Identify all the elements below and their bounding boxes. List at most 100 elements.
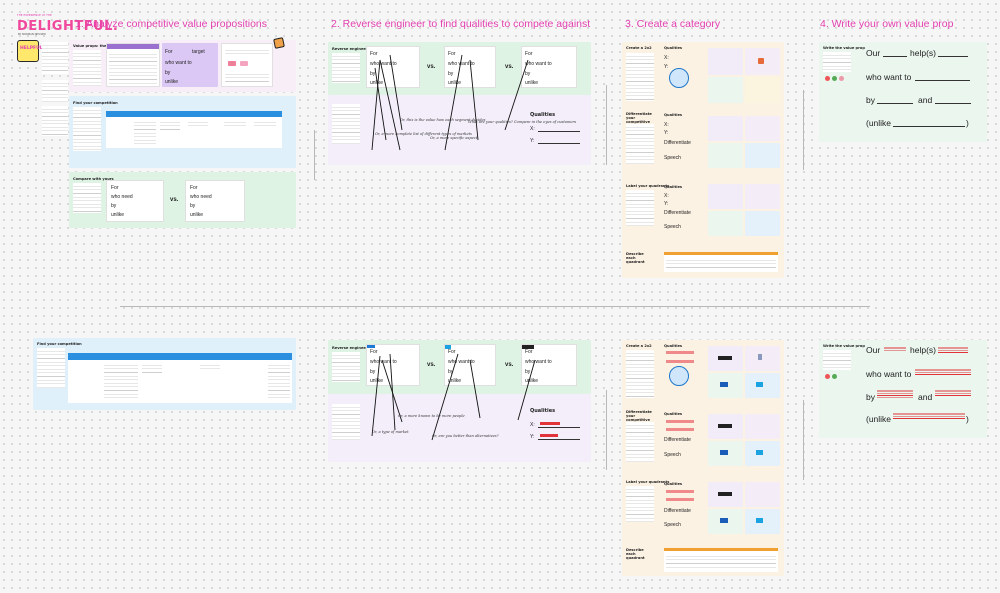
note-3: What are your qualities? Compare in the … [468,120,577,124]
note-2: Or, this is the value how each segment d… [400,118,486,122]
note-7: Or, are you better than alternatives? [432,434,499,438]
vp-quality-field-1[interactable] [877,103,913,104]
step1-title: 1. Analyze competitive value proposition… [75,18,268,30]
reverse-engineer-example-title: Reverse engineer [332,346,368,350]
brand-byline: BY NORMAN NIELSEN [18,33,46,36]
vs-label-2: vs. [505,64,514,70]
template-for: For [165,49,173,55]
reverse-engineer-title: Reverse engineer [332,47,368,51]
brand-kicker: THE EXPERIENCE AT THE [17,14,52,17]
qualities-y: Y: [530,138,535,144]
compare-unlike: unlike [111,212,125,218]
example-a-template: For who want to by unlike [366,344,420,386]
table-header-bar [106,111,282,117]
compare-for: For [111,185,119,191]
qualities-title: Qualities [530,112,556,118]
template-unlike: unlike [165,79,179,85]
competitor-b-template: For who want to by unlike [444,46,496,88]
find-competition-example-title: Find your competition [37,342,82,346]
vp-quality-field-2[interactable] [935,103,971,104]
speech-label: Speech [664,155,681,161]
brand-logo: DELIGHTFUL. [17,19,119,34]
category-step4: Describe each quadrant [626,252,645,264]
category-qualities-1: Qualities [664,46,683,50]
note-4: Or, a more specific aspect [430,136,478,140]
compare-template-left: For who need by unlike [106,180,164,222]
quadrant-chart-example-1 [708,346,780,398]
note-6: Or, a more known to be more people [398,414,465,418]
vp-helps: help(s) [910,48,936,58]
find-competition-title: Find your competition [73,101,118,105]
vp-benefit-field[interactable] [915,80,970,81]
table-header-bar-example [68,353,292,360]
compare-by: by [111,203,117,209]
card-header-bar [107,44,159,49]
compare-template-right: For who need by unlike [185,180,245,222]
sticker-label: HELPFUL! [20,46,45,51]
compare-title: Compare with yours [73,177,114,181]
qualities-y-highlight [540,434,558,437]
vp-product-field[interactable] [883,56,907,57]
vp-close: ) [966,118,969,128]
step2-title: 2. Reverse engineer to find qualities to… [331,18,591,30]
qualities-example-panel [328,394,591,462]
differentiate-label: Differentiate [664,140,691,146]
sync-logo-icon-example [669,366,689,386]
vp-example-quality-2 [935,389,971,397]
competitor-a-template: For who want to by unlike [366,46,420,88]
vp-by: by [866,95,875,105]
intro-text [42,106,68,136]
quadrant-chart-example-2 [708,414,780,466]
example-card [221,43,273,87]
quadrant-chart-example-3 [708,482,780,534]
note-5: Or, a type of market [372,430,409,434]
intro-text [42,42,68,74]
competitor-table-example [68,353,292,403]
vs-label-1: vs. [427,64,436,70]
intro-text [42,80,68,102]
describe-table [664,252,778,272]
quadrant-chart-2 [708,116,780,168]
competitor-table [106,111,282,148]
category-step3: Label your quadrants [626,184,670,188]
template-who-want: who want to [165,60,192,66]
category-step1: Create a 2x2 [626,46,652,50]
vp-unlike: (unlike [866,118,892,128]
compare-vs: vs. [170,197,179,203]
qualities-x-highlight [540,422,560,425]
vp-example-benefit [915,368,971,376]
competitor-c-template: For who want to by unlike [521,46,577,88]
note-1: Or, a more complete list of different ty… [375,132,472,136]
qualities-x: X: [530,126,535,132]
step3-title: 3. Create a category [625,18,721,30]
describe-table-example [664,548,778,572]
example-b-template: For who want to by unlike [444,344,496,386]
vp-who-want-to: who want to [866,72,912,82]
section-divider [120,306,870,307]
quadrant-chart-3 [708,184,780,236]
vp-example-segment [938,346,968,354]
compare-by-2: by [190,203,196,209]
vp-example-product [884,346,906,352]
template-target: target [192,49,205,55]
sync-logo-icon [669,68,689,88]
compare-who-need: who need [111,194,133,200]
quadrant-chart-1 [708,48,780,103]
vp-and: and [918,95,933,105]
vp-example-competitor [893,412,965,420]
compare-unlike-2: unlike [190,212,204,218]
qualities-panel [328,95,591,165]
vp-segment-field[interactable] [938,56,968,57]
vp-example-quality-1 [877,389,913,399]
qualities-example-title: Qualities [530,408,556,414]
template-by: by [165,70,171,76]
vp-competitor-field[interactable] [893,126,965,127]
value-prop-title: Write the value prop [823,46,865,50]
vp-our: Our [866,48,881,58]
compare-who-need-2: who need [190,194,212,200]
find-competition-text [73,107,101,151]
competitor-logo-icon [758,58,764,64]
example-c-template: For who want to by unlike [521,344,577,386]
